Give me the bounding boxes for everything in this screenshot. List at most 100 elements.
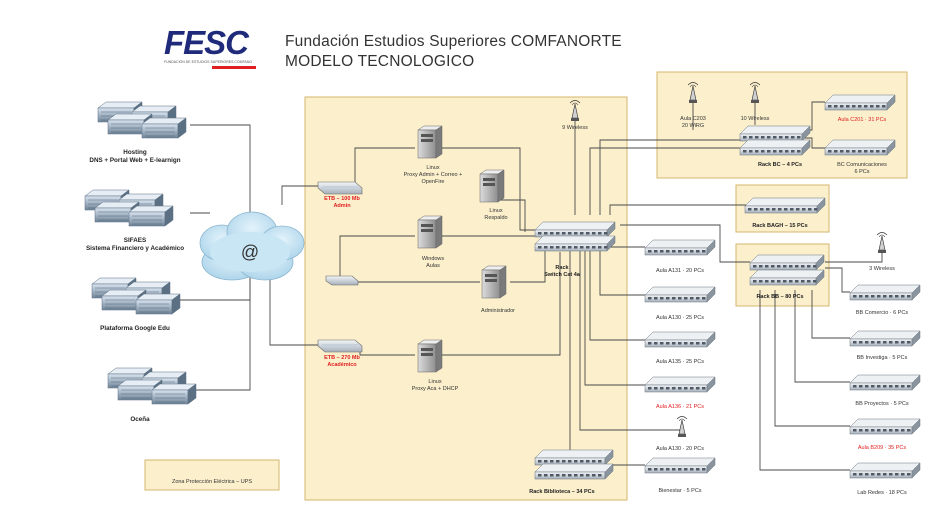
aula-a135-switch bbox=[644, 331, 716, 348]
wifi-a130-antenna bbox=[676, 416, 688, 437]
bienestar-switch bbox=[644, 457, 716, 474]
rack-bc-switch-1 bbox=[739, 125, 811, 142]
proxy-admin-label: Linux Proxy Admin + Correo + OpenFire bbox=[383, 165, 483, 186]
ups-zone-label: Zona Protección Eléctrica – UPS bbox=[171, 479, 253, 485]
rack-biblioteca-label: Rack Biblioteca – 34 PCs bbox=[529, 489, 595, 495]
fesc-logo: FESC FUNDACIÓN DE ESTUDIOS SUPERIORES CO… bbox=[160, 24, 260, 70]
aula-c201-label: Aula C201 · 31 PCs bbox=[837, 117, 887, 123]
proxy-aca-tower-server bbox=[417, 339, 443, 373]
aula-a130-label: Aula A130 · 25 PCs bbox=[655, 315, 704, 321]
bienestar-label: Bienestar · 5 PCs bbox=[658, 488, 702, 494]
link-admin-proxy bbox=[354, 147, 415, 186]
hosting-label: Hosting DNS + Portal Web + E-learnign bbox=[70, 149, 200, 165]
aula-b209-label: Aula B209 · 35 PCs bbox=[857, 445, 907, 451]
link-bb-wifi bbox=[825, 250, 883, 263]
main-rack-switch-1 bbox=[534, 221, 616, 238]
rack-bagh-switch bbox=[744, 197, 826, 214]
link-rack-a136 bbox=[584, 250, 645, 386]
link-smallsw-windows bbox=[339, 235, 415, 280]
link-rack-bc bbox=[589, 147, 745, 215]
aula-a136-label: Aula A136 · 21 PCs bbox=[655, 404, 704, 410]
bc-comm-name: BC Comunicaciones bbox=[837, 162, 887, 168]
link-bb-redes bbox=[759, 290, 850, 471]
link-rack-a130b bbox=[579, 250, 680, 431]
bb-proyectos-label: BB Proyectos · 5 PCs bbox=[855, 401, 909, 407]
router-admin bbox=[317, 181, 363, 195]
link-bb-b209 bbox=[774, 290, 850, 427]
ocena-server-stack bbox=[107, 367, 197, 405]
proxy-aca-role: Proxy Aca + DHCP bbox=[411, 385, 459, 392]
link-cloud-academic bbox=[269, 268, 318, 346]
aula-a136-switch bbox=[644, 376, 716, 393]
wifi-c203-count: 20 WiRG bbox=[681, 122, 705, 129]
aula-a130-switch bbox=[644, 286, 716, 303]
proxy-aca-os: Linux bbox=[428, 379, 442, 385]
proxy-aca-label: Linux Proxy Aca + DHCP bbox=[390, 379, 480, 393]
bc-comm-count: 6 PCs bbox=[854, 168, 870, 175]
link-respaldo-rack bbox=[492, 199, 526, 232]
link-cloud-admin bbox=[281, 185, 318, 205]
hosting-name: Hosting bbox=[123, 149, 147, 156]
google-name: Plataforma Google Edu bbox=[100, 325, 170, 332]
windows-aulas-tower-server bbox=[417, 215, 443, 249]
bb-investiga-switch bbox=[849, 330, 921, 347]
proxy-admin-role2: OpenFire bbox=[421, 178, 445, 185]
google-server-stack bbox=[91, 277, 181, 315]
bb-proyectos-switch bbox=[849, 374, 921, 391]
sifaes-server-stack bbox=[84, 189, 174, 227]
lab-redes-label: Lab Redes · 18 PCs bbox=[857, 490, 907, 496]
internet-at-symbol: @ bbox=[241, 242, 259, 262]
bc-comm-switch bbox=[824, 139, 896, 156]
biblioteca-rack-switch-2 bbox=[534, 463, 614, 480]
windows-aulas-role: Aulas bbox=[426, 262, 440, 269]
router-academic bbox=[317, 339, 363, 353]
link-bb-investiga bbox=[811, 290, 850, 339]
link-rack-bagh bbox=[609, 204, 750, 215]
link-bb-proyectos bbox=[794, 290, 850, 383]
diagram-title: Fundación Estudios Superiores COMFANORTE bbox=[285, 33, 622, 50]
etb-admin-label: ETB – 100 Mb Admin bbox=[312, 196, 372, 210]
aula-a135-label: Aula A135 · 25 PCs bbox=[655, 359, 704, 365]
diagram-subtitle: MODELO TECNOLOGICO bbox=[285, 53, 475, 70]
main-campus-zone bbox=[304, 96, 628, 501]
sifaes-detail: Sistema Financiero y Académico bbox=[85, 245, 185, 253]
link-hosting bbox=[190, 124, 251, 215]
proxy-admin-role: Proxy Admin + Correo + bbox=[403, 171, 463, 178]
bb-comercio-switch bbox=[849, 284, 921, 301]
wifi-c203-antenna bbox=[687, 82, 699, 103]
google-label: Plataforma Google Edu bbox=[60, 325, 210, 333]
bc-comm-label: BC Comunicaciones 6 PCs bbox=[822, 162, 902, 176]
aula-a131-switch bbox=[644, 239, 716, 256]
internet-cloud: @ bbox=[199, 211, 305, 281]
rack-bb-switch-1 bbox=[749, 254, 825, 271]
main-rack-model: Switch Cat 4a bbox=[544, 271, 580, 278]
linux-respaldo-os: Linux bbox=[489, 208, 503, 214]
etb-admin-name: Admin bbox=[333, 202, 351, 209]
aula-a130b-label: Aula A130 · 20 PCs bbox=[655, 446, 704, 452]
link-admin-rack bbox=[510, 250, 546, 283]
wifi-3-antenna bbox=[876, 232, 888, 253]
main-rack-label: Rack Switch Cat 4a bbox=[532, 265, 592, 279]
aula-b209-switch bbox=[849, 418, 921, 435]
hosting-server-stack bbox=[97, 101, 187, 139]
bc-building-zone bbox=[656, 71, 908, 179]
link-rack-bb bbox=[620, 224, 750, 263]
aula-c201-switch bbox=[824, 94, 896, 111]
etb-academic-label: ETB – 270 Mb Académico bbox=[312, 355, 372, 369]
link-rack-a130a bbox=[599, 250, 645, 296]
ocena-label: Oceña bbox=[90, 416, 190, 424]
main-rack-switch-2 bbox=[534, 235, 616, 252]
wifi-3-label: 3 Wireless bbox=[869, 266, 895, 272]
proxy-admin-os: Linux bbox=[426, 165, 440, 171]
main-rack-name: Rack bbox=[555, 265, 569, 271]
logo-accent-bar bbox=[212, 66, 256, 69]
rack-bc-switch-2 bbox=[739, 139, 811, 156]
windows-aulas-os: Windows bbox=[421, 256, 445, 262]
rack-bb-switch-2 bbox=[749, 269, 825, 286]
sifaes-name: SIFAES bbox=[123, 237, 147, 244]
administrador-label: Administrador bbox=[458, 308, 538, 315]
administrador-name: Administrador bbox=[481, 308, 515, 314]
bb-comercio-label: BB Comercio · 6 PCs bbox=[855, 310, 909, 316]
